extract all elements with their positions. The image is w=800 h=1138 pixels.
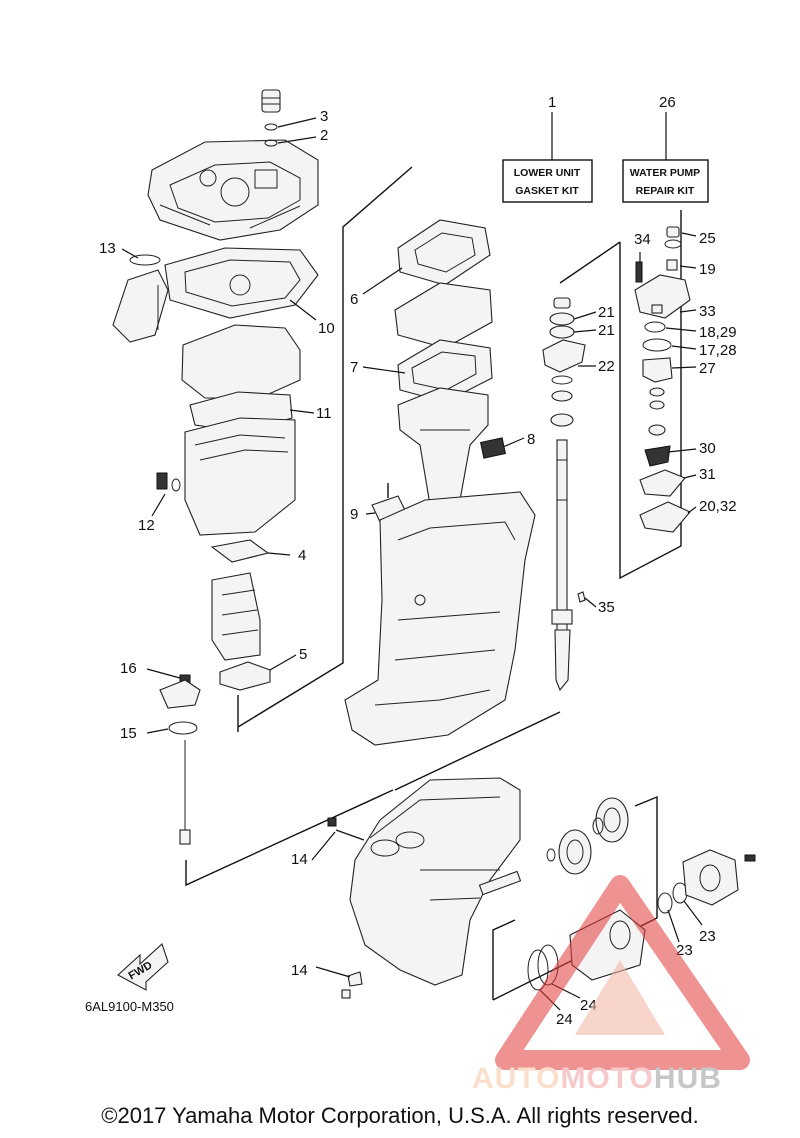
callout-34: 34 (634, 231, 651, 248)
copyright-notice: ©2017 Yamaha Motor Corporation, U.S.A. A… (101, 1103, 699, 1128)
callout-22: 22 (598, 358, 615, 375)
exhaust-gaskets-6-7 (362, 219, 493, 403)
callout-25: 25 (699, 230, 716, 247)
exhaust-manifold (397, 387, 525, 506)
callout-10: 10 (318, 320, 335, 337)
watermark-auto: AUTO (472, 1062, 560, 1095)
callout-20-32: 20,32 (699, 498, 737, 515)
gasket-10 (164, 247, 319, 321)
lower-unit-gasket-kit: 1 LOWER UNIT GASKET KIT (502, 94, 593, 203)
callout-11: 11 (316, 405, 332, 422)
callout-15: 15 (120, 725, 137, 742)
callout-17-28: 17,28 (699, 342, 737, 359)
breather-plug (261, 89, 317, 147)
callout-14b: 14 (291, 962, 308, 979)
callout-7: 7 (350, 359, 358, 376)
exhaust-guide (210, 539, 297, 691)
callout-24b: 24 (556, 1011, 573, 1028)
callout-4: 4 (298, 547, 306, 564)
drive-shaft (542, 297, 597, 692)
callout-6: 6 (350, 291, 358, 308)
sensor-16-15 (146, 668, 201, 845)
fwd-arrow: FWD (117, 943, 169, 991)
callout-9: 9 (350, 506, 358, 523)
grouping-frames (185, 166, 682, 1001)
kit-label-line1: WATER PUMP (630, 167, 700, 179)
callout-12: 12 (138, 517, 155, 534)
watermark-logo: AUTOMOTOHUB (472, 875, 750, 1095)
callout-8: 8 (527, 431, 535, 448)
watermark-text: AUTOMOTOHUB (472, 1062, 722, 1095)
diagram-code: 6AL9100-M350 (85, 999, 174, 1014)
callout-13: 13 (99, 240, 116, 257)
watermark-moto: MOTO (560, 1062, 653, 1095)
kit-label-line1: LOWER UNIT (514, 167, 581, 179)
water-pump-group (634, 226, 697, 533)
callout-3: 3 (320, 108, 328, 125)
callout-14a: 14 (291, 851, 308, 868)
watermark-hub: HUB (654, 1062, 722, 1095)
callout-23b: 23 (699, 928, 716, 945)
upper-casing (147, 139, 319, 241)
water-pump-repair-kit: 26 WATER PUMP REPAIR KIT (622, 94, 709, 203)
callout-21a: 21 (598, 304, 615, 321)
callout-2: 2 (320, 127, 328, 144)
kit-number-1: 1 (548, 94, 556, 111)
callout-31: 31 (699, 466, 716, 483)
callout-30: 30 (699, 440, 716, 457)
kit-number-26: 26 (659, 94, 676, 111)
callout-5: 5 (299, 646, 307, 663)
kit-label-line2: REPAIR KIT (636, 185, 695, 197)
callout-18-29: 18,29 (699, 324, 737, 341)
kit-label-line2: GASKET KIT (515, 185, 579, 197)
gearcase (311, 777, 521, 999)
callout-35: 35 (598, 599, 615, 616)
bracket-13 (112, 248, 169, 343)
callout-numbers: 3 2 13 10 11 12 4 5 16 15 6 7 8 9 21 21 … (99, 108, 737, 1028)
callout-27: 27 (699, 360, 716, 377)
callout-16: 16 (120, 660, 137, 677)
callout-33: 33 (699, 303, 716, 320)
lower-casing (344, 491, 536, 746)
middle-casing (151, 324, 315, 536)
callout-23a: 23 (676, 942, 693, 959)
callout-19: 19 (699, 261, 716, 278)
callout-21b: 21 (598, 322, 615, 339)
